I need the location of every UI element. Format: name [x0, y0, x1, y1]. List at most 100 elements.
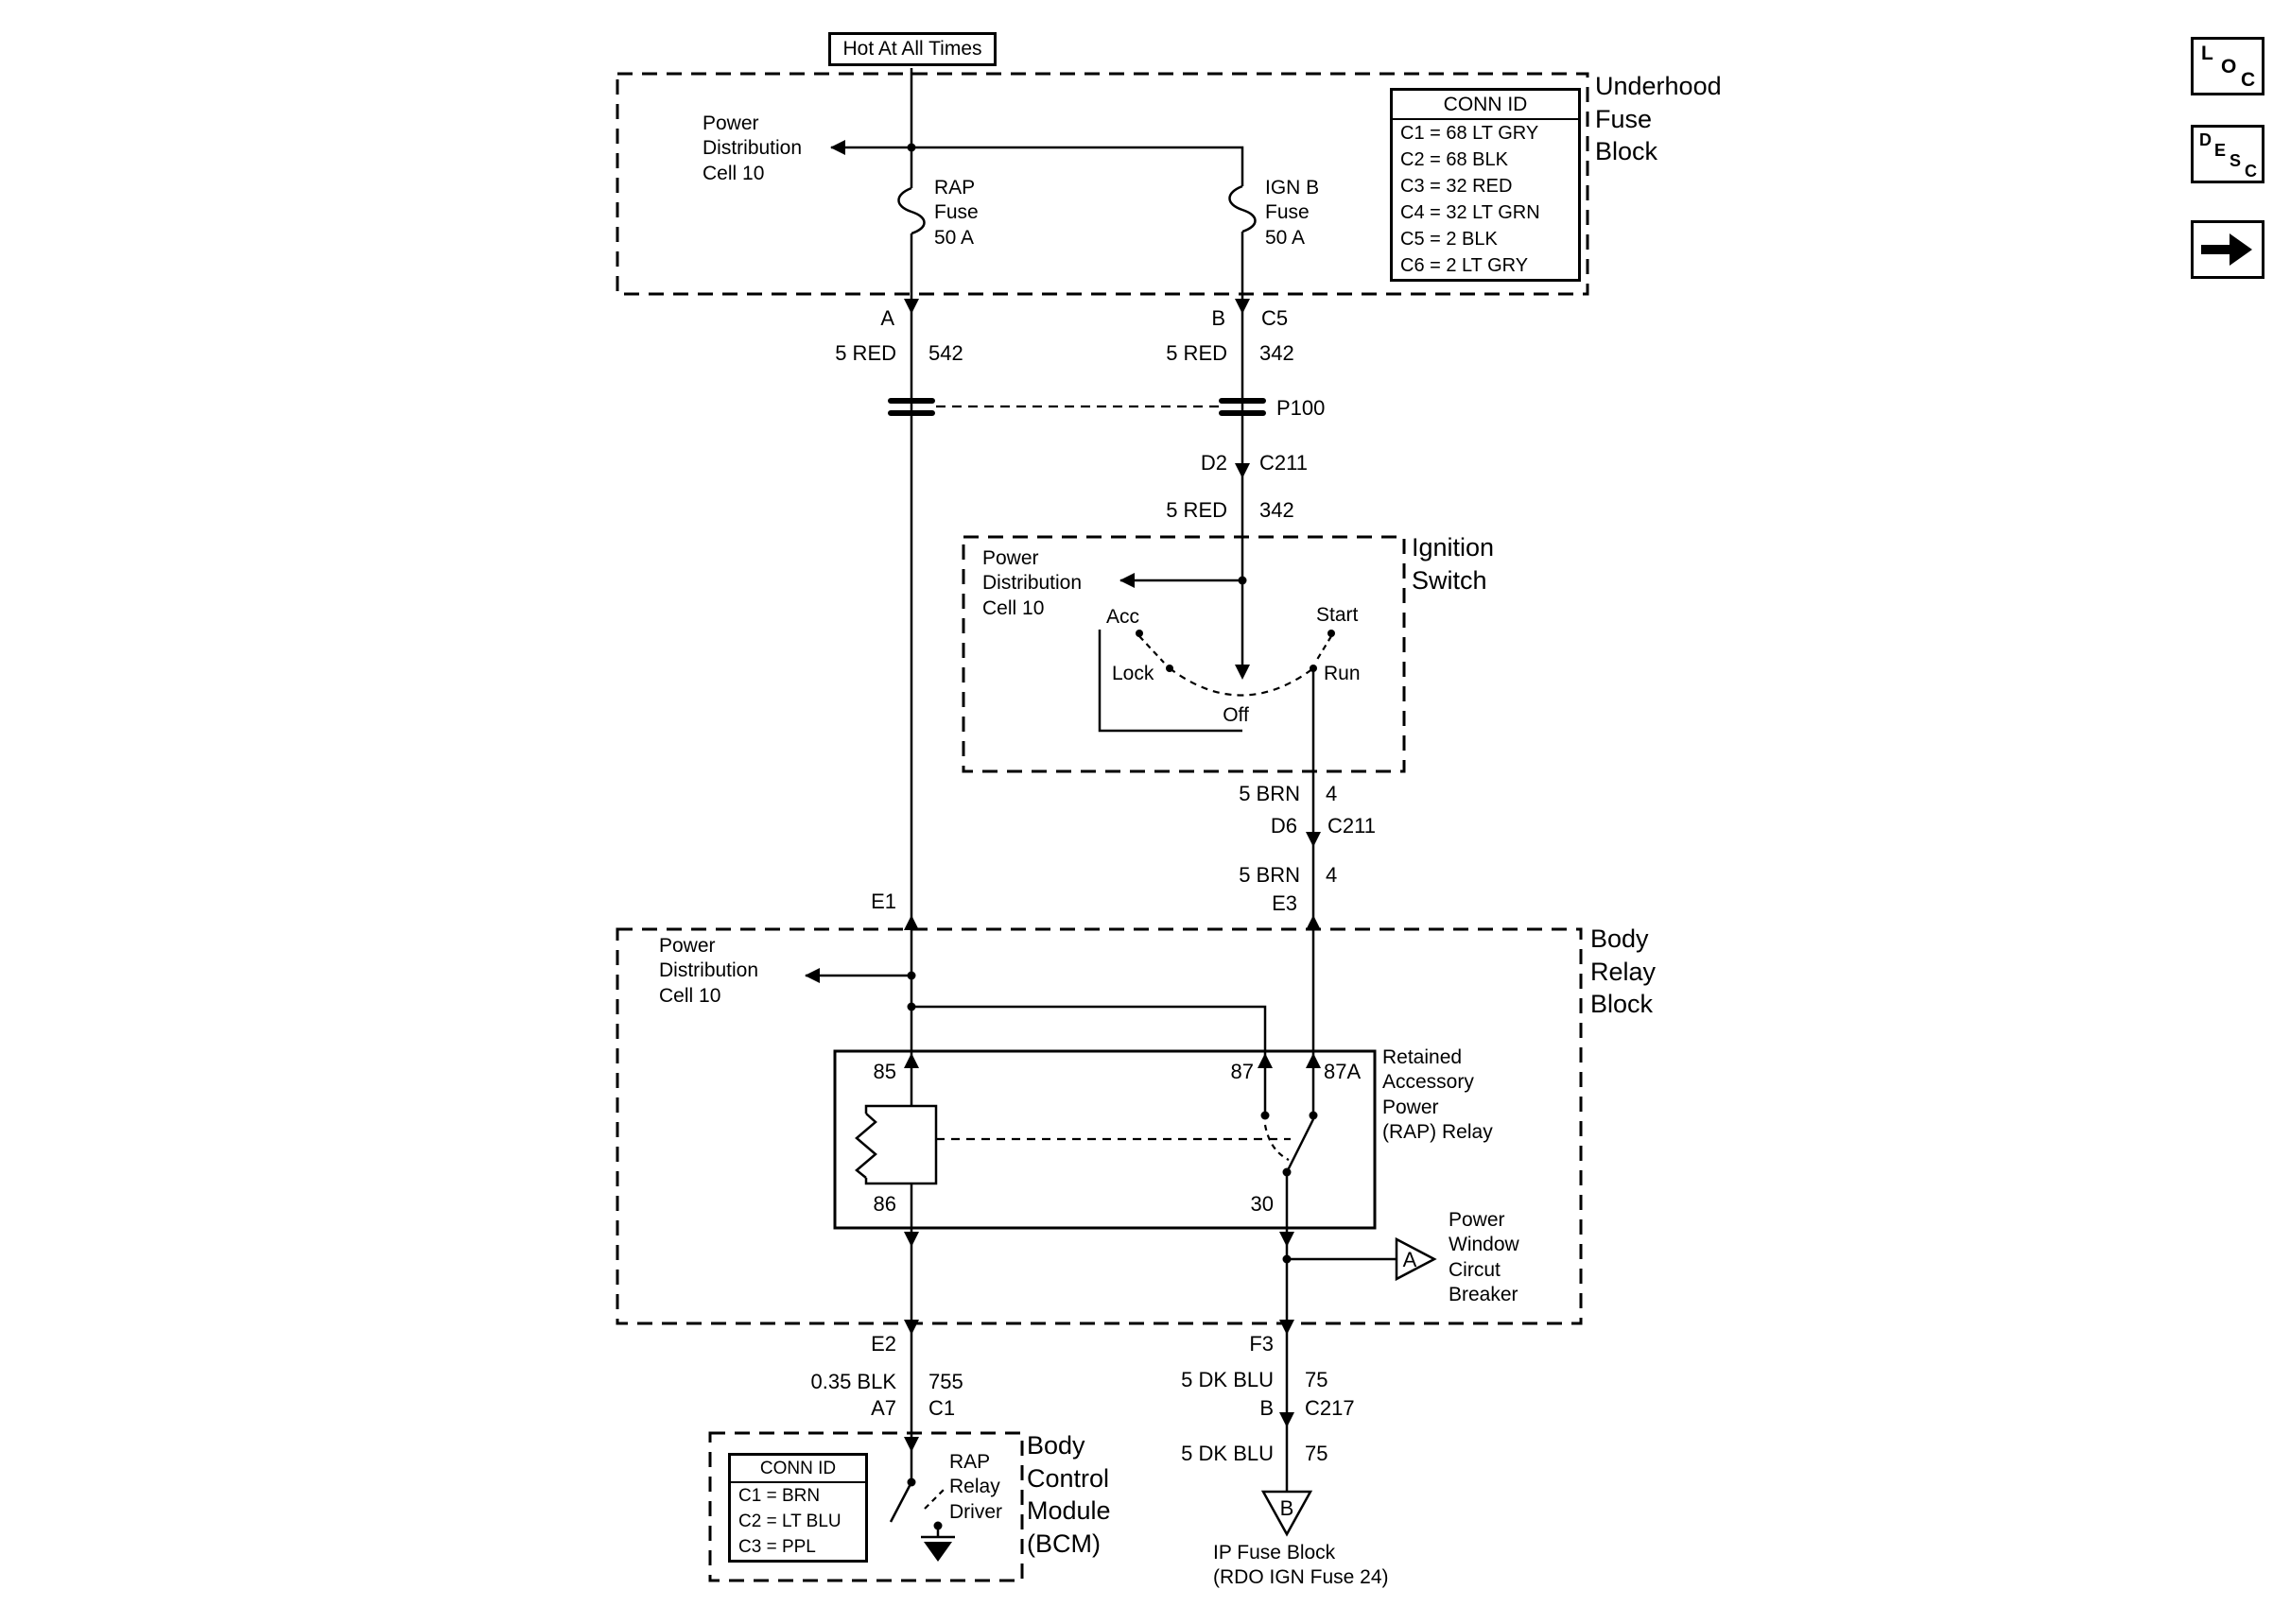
hot-at-all-times-banner: Hot At All Times [828, 32, 997, 66]
pin-d2-label: D2 [1200, 451, 1227, 475]
ignition-switch-label: Ignition Switch [1412, 533, 1495, 595]
relay-pin-86-label: 86 [873, 1192, 896, 1216]
bcm-outline [708, 1431, 1024, 1582]
desc-letter: C [2245, 162, 2257, 181]
connector-c211-label: C211 [1327, 814, 1376, 838]
ign-b-fuse-icon [1228, 184, 1257, 233]
rap-relay-label: Retained Accessory Power (RAP) Relay [1382, 1046, 1493, 1144]
wire-color-label: 5 DK BLU [1181, 1368, 1274, 1391]
desc-letter: S [2230, 151, 2242, 170]
power-window-breaker-label: Power Window Circut Breaker [1449, 1209, 1519, 1306]
flow-arrows [805, 140, 1321, 1452]
ignition-contact-bracket [1098, 630, 1242, 733]
ignition-switch-outline [962, 535, 1406, 773]
underhood-conn-id-table: CONN ID C1 = 68 LT GRY C2 = 68 BLK C3 = … [1390, 88, 1581, 282]
conn-id-row: C2 = LT BLU [738, 1512, 842, 1531]
ignition-rotor-arc [1169, 667, 1314, 697]
conn-id-header: CONN ID [731, 1456, 865, 1483]
wire-color-label: 5 BRN [1239, 782, 1300, 805]
body-relay-power-distribution-label: Power Distribution Cell 10 [659, 935, 759, 1007]
next-arrow-icon [2201, 233, 2252, 266]
body-relay-block-outline [616, 927, 1583, 1325]
relay-pin-85-label: 85 [873, 1060, 896, 1083]
conn-id-row: C3 = PPL [738, 1537, 816, 1557]
underhood-fuse-block-label: Underhood Fuse Block [1595, 72, 1722, 166]
connector-c5-label: C5 [1261, 306, 1289, 330]
dashed-links [924, 405, 1332, 1510]
body-relay-block-label: Body Relay Block [1590, 924, 1657, 1019]
loc-letter: O [2221, 56, 2237, 78]
loc-letter: L [2201, 43, 2213, 64]
wire-circuit-label: 755 [928, 1370, 963, 1393]
wire-color-label: 5 RED [835, 341, 896, 365]
ign-b-fuse-label: IGN B Fuse 50 A [1265, 177, 1320, 249]
position-off-label: Off [1223, 704, 1249, 726]
desc-letter: E [2214, 141, 2227, 160]
conn-id-header: CONN ID [1393, 91, 1578, 120]
rap-relay-driver-label: RAP Relay Driver [949, 1451, 1002, 1523]
wires [806, 68, 1397, 1539]
underhood-fuse-block-outline [616, 72, 1589, 296]
relay-blade [1285, 1118, 1315, 1173]
pin-a7-label: A7 [871, 1396, 896, 1420]
desc-letter: D [2199, 130, 2212, 149]
position-start-label: Start [1316, 604, 1359, 626]
conn-id-row: C6 = 2 LT GRY [1400, 255, 1529, 276]
relay-coil-icon [855, 1113, 877, 1179]
wire-circuit-label: 75 [1305, 1368, 1328, 1391]
pin-b-label: B [1259, 1396, 1274, 1420]
connector-c211-label: C211 [1259, 451, 1308, 475]
terminal-a-label: A [880, 306, 894, 330]
terminal-e3-label: E3 [1272, 891, 1297, 915]
wire-color-label: 5 DK BLU [1181, 1442, 1274, 1465]
rap-fuse-icon [897, 186, 926, 235]
terminal-e1-label: E1 [871, 890, 896, 913]
rap-fuse-label: RAP Fuse 50 A [934, 177, 979, 249]
wire-circuit-label: 342 [1259, 341, 1294, 365]
conn-id-row: C5 = 2 BLK [1400, 229, 1498, 250]
wire-circuit-label: 4 [1326, 782, 1338, 805]
connector-c1-label: C1 [928, 1396, 956, 1420]
wire-circuit-label: 75 [1305, 1442, 1328, 1465]
next-page-button[interactable] [2191, 220, 2264, 279]
relay-pin-87-label: 87 [1230, 1060, 1254, 1083]
wire-circuit-label: 342 [1259, 498, 1294, 522]
conn-id-row: C1 = BRN [738, 1486, 821, 1506]
circuit-breaker-a-tag [1395, 1236, 1437, 1282]
terminal-e2-label: E2 [871, 1332, 896, 1356]
conn-id-row: C4 = 32 LT GRN [1400, 202, 1540, 223]
connector-c217-label: C217 [1305, 1396, 1355, 1420]
position-acc-label: Acc [1106, 606, 1140, 628]
underhood-power-distribution-label: Power Distribution Cell 10 [703, 112, 803, 184]
wire-circuit-label: 4 [1326, 863, 1338, 887]
pin-d6-label: D6 [1270, 814, 1297, 838]
p100-label: P100 [1276, 396, 1326, 420]
ground-triangle [924, 1542, 952, 1562]
junction-dots [907, 143, 1335, 1530]
ip-fuse-b-tag-label: B [1279, 1496, 1294, 1520]
terminal-b-label: B [1211, 306, 1225, 330]
wire-color-label: 5 RED [1166, 498, 1227, 522]
position-lock-label: Lock [1112, 663, 1154, 684]
wire-color-label: 0.35 BLK [810, 1370, 896, 1393]
bcm-conn-id-table: CONN ID C1 = BRN C2 = LT BLU C3 = PPL [728, 1453, 868, 1563]
desc-button[interactable]: D E S C [2191, 125, 2264, 183]
relay-pin-87a-label: 87A [1324, 1060, 1362, 1083]
p100-grommet-icon [888, 398, 1266, 416]
ip-fuse-b-tag [1260, 1490, 1313, 1537]
breaker-a-tag-label: A [1402, 1248, 1417, 1271]
wire-color-label: 5 RED [1166, 341, 1227, 365]
reference-tags [1260, 1236, 1437, 1537]
conn-id-row: C1 = 68 LT GRY [1400, 123, 1539, 144]
wire-color-label: 5 BRN [1239, 863, 1300, 887]
conn-id-row: C2 = 68 BLK [1400, 149, 1508, 170]
wire-circuit-label: 542 [928, 341, 963, 365]
loc-button[interactable]: L O C [2191, 37, 2264, 95]
ignition-power-distribution-label: Power Distribution Cell 10 [982, 547, 1083, 619]
bcm-switch-blade [889, 1481, 913, 1523]
rap-relay-outline [833, 1049, 1377, 1230]
bcm-label: Body Control Module (BCM) [1027, 1431, 1111, 1558]
loc-letter: C [2241, 69, 2256, 91]
